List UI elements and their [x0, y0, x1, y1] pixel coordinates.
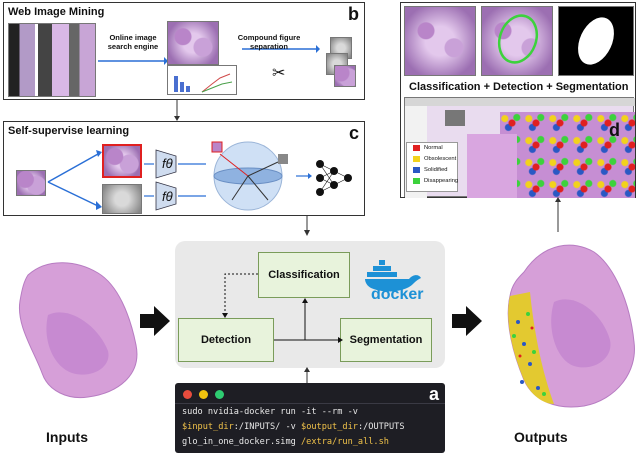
augment-arrows	[47, 150, 102, 210]
scissors-icon: ✂	[272, 65, 286, 82]
panel-web-image-mining: Web Image Mining b Online image search e…	[3, 2, 365, 100]
terminal-window: a sudo nvidia-docker run -it --rm -v $in…	[175, 383, 445, 453]
web-image-collage	[8, 23, 96, 97]
encoder-label-2: fθ	[162, 189, 173, 204]
panel-d-tag: d	[609, 120, 620, 140]
panel-self-supervise-learning: Self-supervise learning c fθ fθ	[3, 121, 365, 216]
encoders	[144, 149, 206, 211]
panel-c-title: Self-supervise learning	[8, 125, 130, 137]
augmented-view-2	[102, 184, 142, 214]
outputs-label: Outputs	[514, 429, 568, 445]
output-caption: Classification + Detection + Segmentatio…	[409, 81, 629, 93]
arrow-pipeline-to-outputs	[452, 306, 482, 336]
compound-separation-label: Compound figure separation	[237, 33, 301, 51]
arrow-c-to-pipeline	[304, 216, 310, 236]
arrow-inputs-to-pipeline	[140, 306, 170, 336]
arrow-terminal-to-pipeline	[304, 367, 310, 384]
encoder-label-1: fθ	[162, 156, 173, 171]
arrow-to-search	[98, 57, 168, 65]
docker-wordmark: docker	[371, 286, 424, 303]
panel-b-title: Web Image Mining	[8, 6, 105, 18]
detection-sample	[481, 6, 553, 76]
search-engine-label: Online image search engine	[107, 33, 159, 51]
panel-c-tag: c	[348, 123, 359, 143]
detection-module: Detection	[178, 318, 274, 362]
search-result-histology	[167, 21, 219, 65]
search-result-chart	[167, 65, 237, 95]
legend-obsolescent: Obsolescent	[413, 156, 456, 162]
arrow-to-separation	[242, 45, 320, 53]
pipeline-connectors	[222, 273, 343, 343]
input-patch	[16, 170, 46, 196]
classification-sample	[404, 6, 476, 76]
legend-normal: Normal	[413, 145, 443, 151]
augmented-view-1	[102, 144, 142, 178]
embedding-sphere	[211, 141, 352, 211]
docker-whale-icon	[365, 260, 421, 292]
arrow-b-to-c	[174, 100, 180, 121]
classification-module: Classification	[258, 252, 350, 298]
terminal-line-3: glo_in_one_docker.simg /extra/run_all.sh	[182, 437, 389, 447]
arrow-to-panel-d	[555, 197, 561, 232]
legend-solidified: Solidified	[413, 167, 448, 173]
separated-figures-3	[334, 65, 356, 87]
output-whole-slide	[507, 244, 635, 408]
terminal-line-2: $input_dir:/INPUTS/ -v $output_dir:/OUTP…	[182, 422, 405, 432]
terminal-close-dot	[183, 390, 192, 399]
panel-b-tag: b	[348, 4, 359, 24]
segmentation-mask	[558, 6, 634, 76]
legend-disappearing: Disappearing	[413, 178, 458, 184]
panel-a-tag: a	[428, 384, 439, 404]
terminal-line-1: sudo nvidia-docker run -it --rm -v	[182, 407, 358, 417]
inputs-label: Inputs	[46, 429, 88, 445]
terminal-minimize-dot	[199, 390, 208, 399]
input-whole-slide	[18, 262, 138, 399]
terminal-maximize-dot	[215, 390, 224, 399]
segmentation-module: Segmentation	[340, 318, 432, 362]
